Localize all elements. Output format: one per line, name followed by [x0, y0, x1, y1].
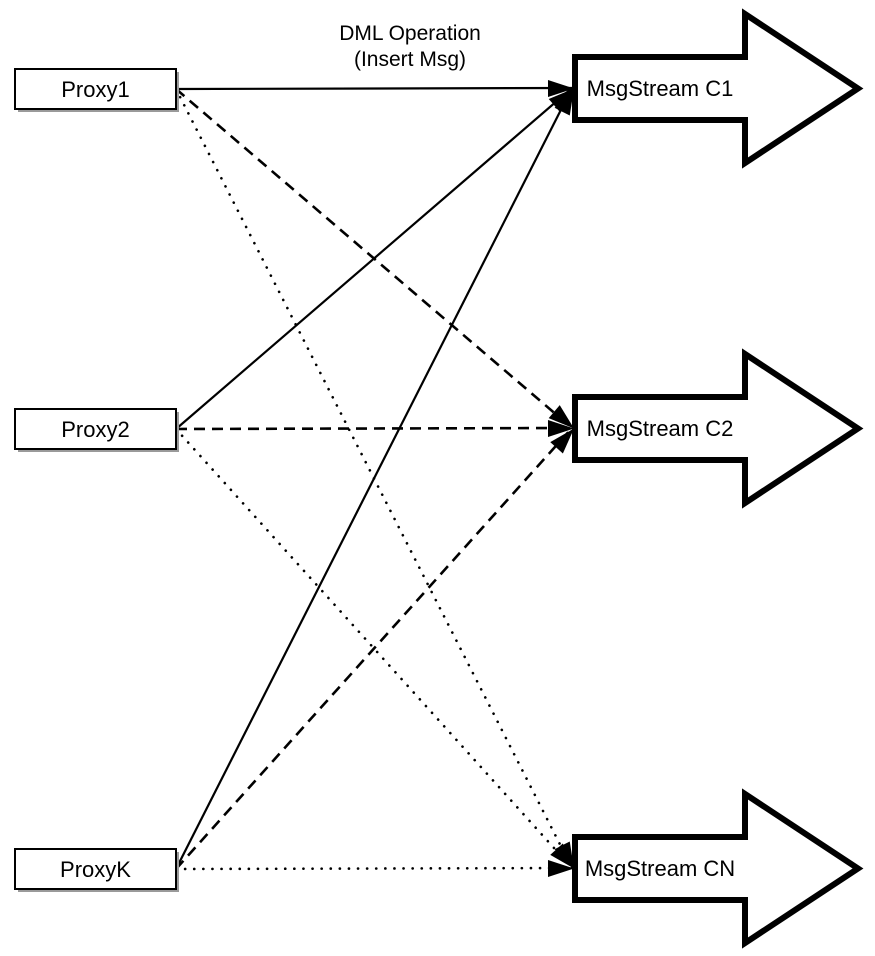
edge-p2-c2-dashed: [175, 426, 573, 431]
edge-p2-cn-dotted: [174, 427, 574, 870]
proxy-node-proxy1[interactable]: Proxy1: [14, 68, 179, 112]
proxy-node-proxyk[interactable]: ProxyK: [14, 848, 179, 892]
arrow-head-p2-cn: [550, 843, 574, 869]
proxy-label-proxy1: Proxy1: [61, 77, 129, 102]
stream-arrow-shape-c2: [572, 348, 864, 509]
edges-layer: [174, 86, 574, 871]
edge-label-group: DML Operation (Insert Msg): [339, 22, 481, 71]
arrowheads-layer: [547, 80, 574, 878]
edge-pk-cn-dotted: [174, 866, 574, 871]
arrow-head-pk-c2: [550, 428, 574, 454]
edge-label-line-2: (Insert Msg): [354, 48, 466, 71]
arrow-head-pk-cn: [547, 860, 574, 878]
arrow-head-p2-c2: [547, 420, 574, 438]
arrow-head-p2-c1: [548, 88, 574, 112]
proxy-box-proxy1: [14, 68, 177, 110]
stream-label-c1: MsgStream C1: [587, 76, 734, 101]
proxy-node-proxy2[interactable]: Proxy2: [14, 408, 179, 452]
edge-pk-c2-dashed: [175, 427, 573, 870]
stream-arrow-c1[interactable]: MsgStream C1: [572, 8, 864, 169]
proxy-box-proxyk: [14, 848, 177, 890]
arrow-head-pk-c1: [554, 88, 574, 116]
stream-label-cn: MsgStream CN: [585, 856, 735, 881]
stream-arrow-shape-cn: [572, 788, 864, 949]
stream-label-c2: MsgStream C2: [587, 416, 734, 441]
edge-p2-c1-solid: [175, 87, 573, 430]
proxy-label-proxy2: Proxy2: [61, 417, 129, 442]
streams-layer: MsgStream C1 MsgStream C2 MsgStream CN: [572, 8, 864, 949]
arrow-head-p1-c2: [548, 405, 574, 429]
edge-p1-c1-solid: [175, 86, 573, 91]
edge-pk-c1-solid: [175, 87, 573, 870]
edge-label-line-1: DML Operation: [339, 22, 481, 45]
stream-arrow-shape-c1: [572, 8, 864, 169]
proxy-label-proxyk: ProxyK: [60, 857, 131, 882]
stream-arrow-cn[interactable]: MsgStream CN: [572, 788, 864, 949]
proxy-box-proxy2: [14, 408, 177, 450]
arrow-head-p1-c1: [547, 80, 574, 98]
stream-arrow-c2[interactable]: MsgStream C2: [572, 348, 864, 509]
